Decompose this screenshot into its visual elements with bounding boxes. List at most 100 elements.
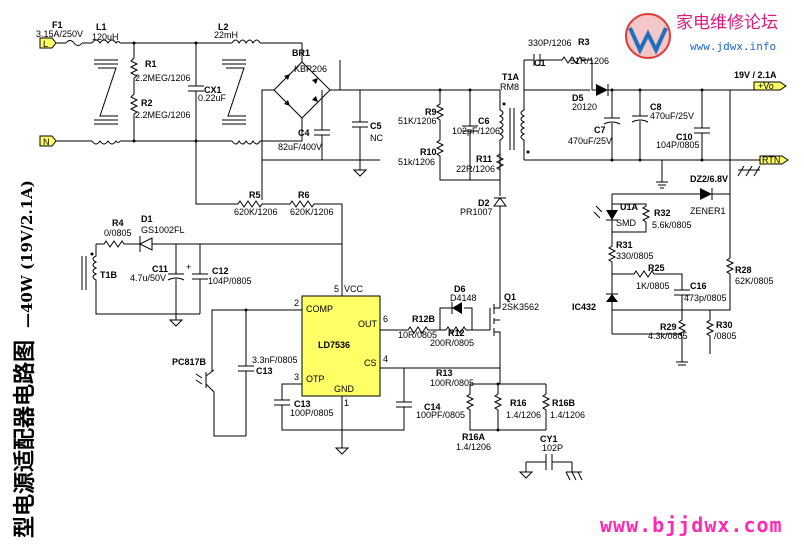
- C16-ref: C16: [690, 281, 707, 291]
- capacitor-C5: C5 NC: [352, 90, 383, 177]
- pin-out-label: OUT: [358, 319, 378, 329]
- C12-value: 104P/0805: [208, 276, 252, 286]
- R30-ref: R30: [716, 320, 733, 330]
- R31-value: 330/0805: [616, 251, 654, 261]
- R10-ref: R10: [420, 147, 437, 157]
- R10-value: 51k/1206: [398, 157, 435, 167]
- C13a-value: 3.3nF/0805: [252, 355, 298, 365]
- C7-ref: C7: [594, 125, 606, 135]
- port-vo-label: +Vo: [758, 81, 774, 91]
- Q1-value: 2SK3562: [502, 302, 539, 312]
- mosfet-Q1: Q1 2SK3562: [489, 250, 539, 368]
- resistors-R1-R2: R1 2.2MEG/1206 R2 2.2MEG/1206: [129, 41, 191, 143]
- R16-value: 1.4/1206: [506, 410, 541, 420]
- R11-ref: R11: [476, 154, 492, 164]
- R2-ref: R2: [141, 98, 153, 108]
- C11-value: 4.7u/50V: [130, 273, 166, 283]
- snubber-R9-R10-C6: R9 51K/1206 R10 51k/1206 C6 102pF/1206: [398, 88, 500, 181]
- R5-value: 620K/1206: [234, 207, 278, 217]
- DZ2-ref: DZ2/6.8V: [690, 174, 728, 184]
- R25-ref: R25: [648, 263, 665, 273]
- pin-2: 2: [294, 298, 299, 308]
- R16-ref: R16: [510, 398, 527, 408]
- D5-ref: D5: [572, 93, 584, 103]
- wire-bulk-return: [261, 150, 380, 200]
- C4-value: 82uF/400V: [278, 142, 322, 152]
- D6-value: D4148: [450, 293, 477, 303]
- wire-top-rail: [56, 42, 303, 62]
- port-L: [39, 37, 57, 49]
- C6-value: 102pF/1206: [452, 126, 500, 136]
- CX1-ref: CX1: [204, 85, 222, 95]
- C8-ref: C8: [650, 102, 662, 112]
- R12-ref: R12: [448, 328, 465, 338]
- pin-6: 6: [383, 314, 388, 324]
- C13b-ref: C13: [294, 399, 311, 409]
- L1-ref: L1: [96, 22, 107, 32]
- output-rating: 19V / 2.1A: [734, 70, 777, 80]
- sense-resistors: R16 1.4/1206 R16B 1.4/1206 R16A 1.4/1206: [456, 382, 585, 452]
- R11-value: 22R/1206: [456, 164, 495, 174]
- C1-value: 330P/1206: [528, 38, 572, 48]
- C6-ref: C6: [478, 116, 490, 126]
- capacitor-C13a: 3.3nF/0805 C13: [238, 308, 298, 436]
- CY1-value: 102P: [542, 443, 563, 453]
- BR1-value: KBP206: [294, 64, 327, 74]
- C14-value: 100PF/0805: [416, 410, 465, 420]
- bottom-url-watermark: www.bjjdwx.com: [600, 513, 783, 537]
- port-rtn: [759, 155, 789, 165]
- R6-ref: R6: [298, 190, 310, 200]
- title-text: 型电源适配器电路图: [12, 340, 38, 538]
- C10-ref: C10: [676, 132, 693, 142]
- R25-value: 1K/0805: [636, 281, 670, 291]
- pin-3: 3: [294, 372, 299, 382]
- pin-otp-label: OTP: [306, 374, 325, 384]
- U1A-ref: U1A: [620, 202, 639, 212]
- R9-value: 51K/1206: [398, 116, 437, 126]
- BR1-ref: BR1: [292, 48, 310, 58]
- C13a-ref: C13: [256, 366, 273, 376]
- C5-ref: C5: [370, 121, 382, 131]
- L2-value: 22mH: [214, 30, 238, 40]
- D5-value: 20120: [572, 102, 597, 112]
- subtitle-text: —40W (19V/2.1A): [18, 180, 36, 328]
- R16B-ref: R16B: [552, 398, 576, 408]
- R3-value: 51R/1206: [570, 56, 609, 66]
- R12B-value: 10R/0805: [398, 330, 437, 340]
- bridge-BR1: BR1 KBP206: [261, 43, 341, 200]
- secondary-output: C1 330P/1206 R3 51R/1206 D5 20120 C7 470…: [523, 37, 789, 189]
- C12-ref: C12: [212, 266, 229, 276]
- R5-ref: R5: [249, 190, 261, 200]
- aux-supply: R4 0/0805 D1 GS1002FL T1B + C11 4.7u/50V…: [81, 214, 342, 327]
- capacitor-C14: C14 100PF/0805: [342, 368, 465, 431]
- U1A-value: SMD: [616, 218, 637, 228]
- R32-value: 5.6k/0805: [652, 220, 692, 230]
- logo-site-url: www.jdwx.info: [690, 40, 776, 53]
- logo-site-name: 家电维修论坛: [676, 13, 778, 33]
- capacitor-CY1: CY1 102P: [518, 434, 583, 481]
- R6-value: 620K/1206: [290, 207, 334, 217]
- D1-ref: D1: [141, 214, 153, 224]
- T1B-ref: T1B: [100, 270, 118, 280]
- controller-LD7536: COMP OUT LD7536 CS OTP GND VCC 5 2 3 1 6…: [211, 284, 500, 455]
- CY1-ref: CY1: [540, 434, 558, 444]
- resistors-R5-R6: R5 620K/1206 R6 620K/1206: [195, 141, 343, 288]
- D6-ref: D6: [454, 284, 466, 294]
- logo-w-mark: [628, 27, 668, 55]
- D2-ref: D2: [478, 198, 490, 208]
- transformer-T1A: T1A RM8: [498, 72, 530, 180]
- DZ2-value: ZENER1: [690, 206, 726, 216]
- R4-ref: R4: [112, 218, 124, 228]
- R28-ref: R28: [735, 265, 752, 275]
- R9-ref: R9: [425, 107, 437, 117]
- CX1-value: 0.22uF: [198, 93, 227, 103]
- pin-4: 4: [383, 354, 388, 364]
- R4-value: 0/0805: [104, 228, 132, 238]
- pin-5: 5: [334, 284, 339, 294]
- C1-ref: C1: [534, 58, 546, 68]
- port-N: [39, 135, 57, 147]
- D1-value: GS1002FL: [141, 225, 185, 235]
- R30-value: /0805: [714, 331, 737, 341]
- choke-L2: L2 22mH: [214, 22, 261, 145]
- R13-ref: R13: [436, 368, 453, 378]
